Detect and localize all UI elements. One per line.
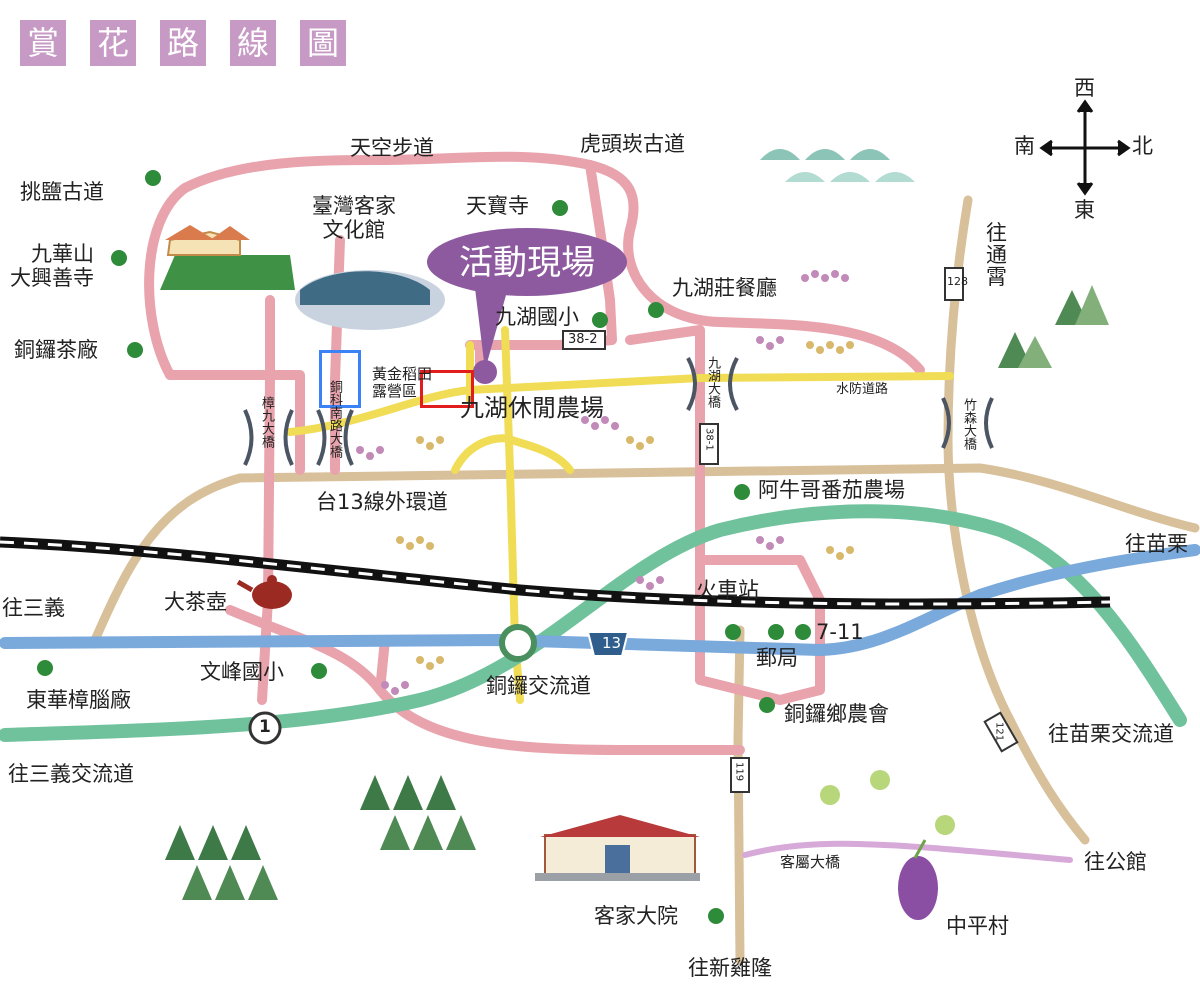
- trees-icon: [998, 285, 1109, 368]
- tiaoyan-trail-label: 挑鹽古道: [20, 180, 104, 204]
- camphor-factory-label: 東華樟腦廠: [26, 688, 131, 712]
- zhusen-bridge-label: 竹森大橋: [961, 398, 976, 450]
- route-38-2-label: 38-2: [568, 332, 598, 347]
- farm-illustration: [160, 225, 295, 290]
- train-station-label: 火車站: [696, 578, 759, 602]
- mountains-icon: [760, 149, 915, 182]
- tongluo-interchange-label: 銅鑼交流道: [486, 674, 591, 698]
- zhangjiu-bridge-label: 樟九大橋: [259, 396, 274, 448]
- highlight-blue-box: [319, 350, 361, 408]
- to-gongguan-label: 往公館: [1084, 850, 1147, 874]
- title-char-2: 花: [90, 20, 136, 66]
- tomato-farm-label: 阿牛哥番茄農場: [758, 478, 905, 502]
- sweet-potato-icon: [898, 839, 938, 920]
- to-miaoli-label: 往苗栗: [1125, 532, 1188, 556]
- venue-label: 活動現場: [459, 243, 595, 283]
- jiuhu-restaurant-label: 九湖莊餐廳: [672, 276, 777, 300]
- wenfeng-school-label: 文峰國小: [200, 660, 284, 684]
- forest-icon: [165, 775, 476, 900]
- railway-line: [0, 536, 1111, 610]
- to-miaoli-ic-label: 往苗栗交流道: [1048, 722, 1174, 746]
- route-13-label: 13: [602, 634, 622, 652]
- farmers-assoc-label: 銅鑼鄉農會: [784, 702, 889, 726]
- hakka-museum-label: 臺灣客家 文化館: [312, 194, 396, 243]
- big-teapot-label: 大茶壺: [164, 590, 227, 614]
- compass-south-label: 南: [1014, 134, 1035, 158]
- sprout-icons: [820, 770, 955, 835]
- courtyard-illustration: [535, 815, 700, 881]
- route-121-label: 121: [993, 722, 1005, 742]
- route-128-label: 128: [947, 275, 968, 288]
- post-office-label: 郵局: [756, 646, 798, 670]
- route-38-1-label: 38-1: [703, 428, 715, 451]
- zhongping-village-label: 中平村: [946, 914, 1009, 938]
- interchange-icon: [499, 624, 537, 662]
- to-sanyi-label: 往三義: [2, 596, 65, 620]
- title-char-1: 賞: [20, 20, 66, 66]
- golden-camp-label: 黃金稻田 露營區: [372, 365, 433, 401]
- tiankong-trail-label: 天空步道: [350, 136, 434, 160]
- route-shields: [248, 267, 1019, 793]
- venue-bubble: [427, 228, 627, 384]
- route-119-label: 119: [733, 762, 745, 782]
- highway-13-road: [0, 544, 1200, 657]
- flower-clusters-yellow: [396, 341, 854, 670]
- title-char-3: 路: [160, 20, 206, 66]
- to-sanyi-ic-label: 往三義交流道: [8, 762, 134, 786]
- jiuhu-bridge-label: 九湖大橋: [705, 356, 720, 408]
- gongguan-road: [742, 840, 1073, 863]
- hakka-courtyard-label: 客家大院: [594, 904, 678, 928]
- route-1-label: 1: [259, 717, 271, 737]
- title-char-5: 圖: [300, 20, 346, 66]
- shuifang-road-label: 水防道路: [836, 382, 889, 397]
- to-tongxiao-label: 往 通 霄: [986, 221, 1007, 290]
- tai13-ring-road-label: 台13線外環道: [316, 490, 448, 514]
- flower-clusters: [356, 270, 849, 695]
- jiuhu-school-label: 九湖國小: [495, 305, 579, 329]
- tongke-bridge-label: 銅科南路大橋: [327, 380, 342, 458]
- tianbao-temple-label: 天寶寺: [466, 194, 529, 218]
- museum-illustration: [295, 270, 445, 330]
- seven-eleven-label: 7-11: [816, 620, 864, 644]
- highlight-red-box: [420, 370, 474, 408]
- tongluo-tea-factory-label: 銅鑼茶廠: [14, 338, 98, 362]
- hutou-trail-label: 虎頭崁古道: [580, 132, 685, 156]
- compass-north-label: 北: [1132, 134, 1153, 158]
- provincial-roads: [286, 326, 954, 704]
- compass-icon: [1039, 99, 1131, 196]
- to-xinjilong-label: 往新雞隆: [688, 956, 772, 980]
- jiuhu-farm-label: 九湖休閒農場: [460, 394, 604, 422]
- bridge-icons: [243, 357, 994, 466]
- poi-dots: [37, 170, 811, 924]
- compass-east-label: 東: [1074, 198, 1095, 222]
- kezhu-bridge-label: 客屬大橋: [780, 853, 841, 871]
- teapot-icon: [236, 575, 292, 609]
- title-char-4: 線: [230, 20, 276, 66]
- compass-west-label: 西: [1074, 76, 1095, 100]
- jiuhua-temple-label: 九華山 大興善寺: [10, 242, 94, 291]
